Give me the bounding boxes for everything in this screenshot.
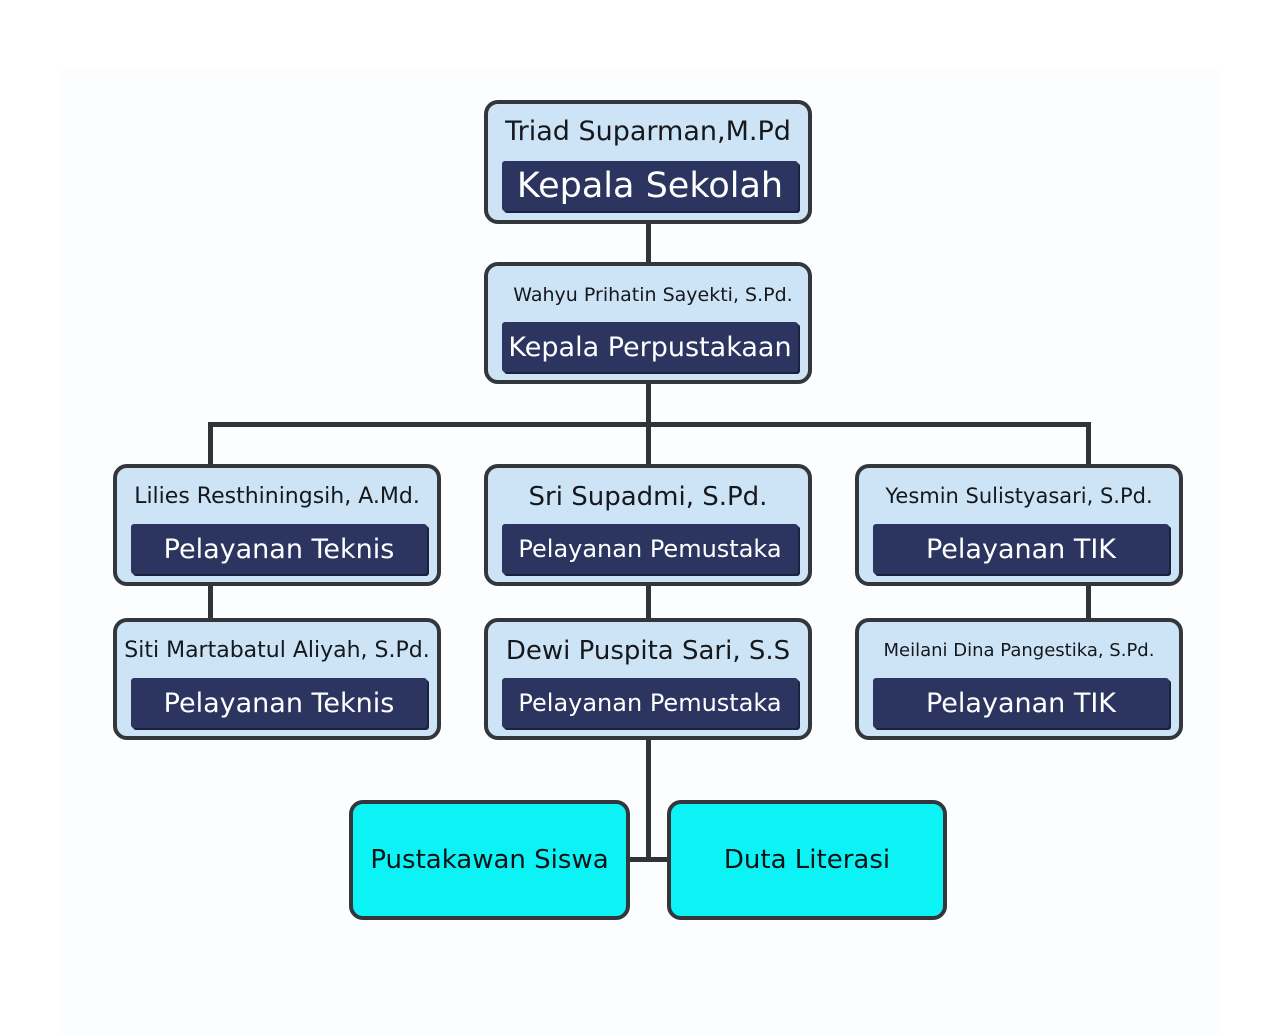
connector-technical-pair: [208, 584, 213, 620]
user-service-role-2: Pelayanan Pemustaka: [502, 678, 798, 728]
technical-name-1: Lilies Resthiningsih, A.Md.: [134, 484, 420, 509]
connector-groups-horizontal: [626, 857, 672, 862]
connector-to-groups: [646, 738, 651, 860]
technical-box-1: Lilies Resthiningsih, A.Md. Pelayanan Te…: [113, 464, 441, 586]
user-service-role-1: Pelayanan Pemustaka: [502, 524, 798, 574]
ict-role-1: Pelayanan TIK: [873, 524, 1169, 574]
connector-branch-left: [208, 422, 213, 466]
ict-name-1: Yesmin Sulistyasari, S.Pd.: [885, 484, 1153, 508]
literacy-ambassador-box: Duta Literasi: [667, 800, 947, 920]
ict-box-2: Meilani Dina Pangestika, S.Pd. Pelayanan…: [855, 618, 1183, 740]
user-service-box-1: Sri Supadmi, S.Pd. Pelayanan Pemustaka: [484, 464, 812, 586]
connector-library-to-branch: [646, 382, 651, 426]
user-service-name-2: Dewi Puspita Sari, S.S: [505, 636, 791, 666]
library-head-name: Wahyu Prihatin Sayekti, S.Pd.: [513, 284, 793, 306]
technical-role-2: Pelayanan Teknis: [131, 678, 427, 728]
library-head-box: Wahyu Prihatin Sayekti, S.Pd. Kepala Per…: [484, 262, 812, 384]
connector-branch-right: [1086, 422, 1091, 466]
user-service-box-2: Dewi Puspita Sari, S.S Pelayanan Pemusta…: [484, 618, 812, 740]
technical-name-2: Siti Martabatul Aliyah, S.Pd.: [124, 638, 430, 663]
user-service-name-1: Sri Supadmi, S.Pd.: [528, 482, 768, 512]
ict-name-2: Meilani Dina Pangestika, S.Pd.: [883, 640, 1155, 661]
ict-role-2: Pelayanan TIK: [873, 678, 1169, 728]
technical-role-1: Pelayanan Teknis: [131, 524, 427, 574]
library-head-role: Kepala Perpustakaan: [502, 322, 798, 372]
head-role: Kepala Sekolah: [502, 161, 798, 211]
connector-branch-center: [646, 422, 651, 466]
connector-head-to-library: [646, 222, 651, 264]
head-box: Triad Suparman,M.Pd Kepala Sekolah: [484, 100, 812, 224]
connector-ict-pair: [1086, 584, 1091, 620]
head-name: Triad Suparman,M.Pd: [505, 116, 791, 147]
student-librarian-box: Pustakawan Siswa: [349, 800, 630, 920]
connector-user-service-pair: [646, 584, 651, 620]
technical-box-2: Siti Martabatul Aliyah, S.Pd. Pelayanan …: [113, 618, 441, 740]
ict-box-1: Yesmin Sulistyasari, S.Pd. Pelayanan TIK: [855, 464, 1183, 586]
